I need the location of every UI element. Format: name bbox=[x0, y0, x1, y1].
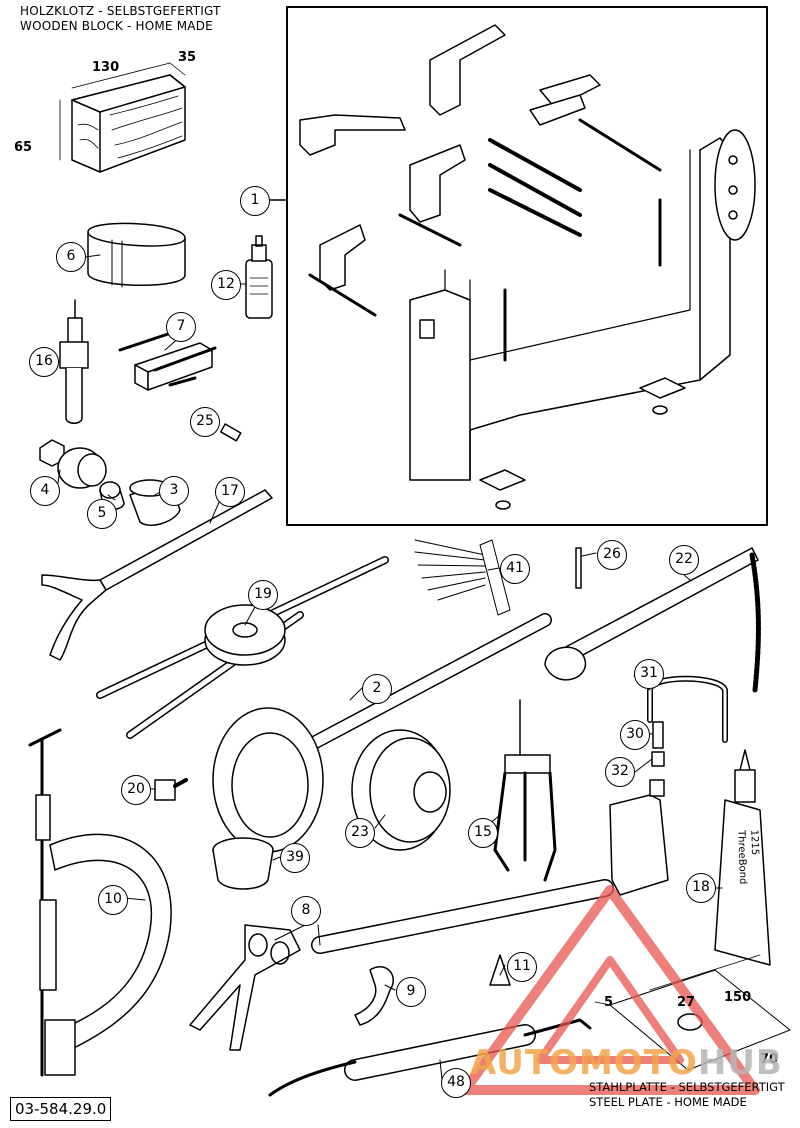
socket-4 bbox=[39, 439, 107, 489]
engine-stand-frame bbox=[286, 6, 768, 526]
cap-32 bbox=[651, 751, 665, 767]
watermark-logo bbox=[460, 885, 760, 1095]
callout-6: 6 bbox=[56, 242, 86, 272]
callout-48: 48 bbox=[441, 1068, 471, 1098]
puller-16 bbox=[59, 299, 89, 424]
plate-caption-en: STEEL PLATE - HOME MADE bbox=[589, 1095, 747, 1109]
tube-brand: ThreeBond bbox=[735, 829, 748, 885]
callout-17: 17 bbox=[215, 477, 245, 507]
callout-19: 19 bbox=[248, 580, 278, 610]
cup-39 bbox=[212, 837, 274, 890]
dim-plate-hole: 27 bbox=[677, 995, 696, 1010]
callout-22: 22 bbox=[669, 545, 699, 575]
engine-stand-1 bbox=[299, 24, 756, 510]
screw-20 bbox=[154, 778, 188, 801]
wooden-block bbox=[59, 62, 186, 173]
callout-18: 18 bbox=[686, 873, 716, 903]
callout-30: 30 bbox=[620, 720, 650, 750]
callout-8: 8 bbox=[291, 896, 321, 926]
rotor-holder-2 bbox=[212, 613, 552, 853]
threebond-tube-18 bbox=[714, 749, 771, 966]
callout-23: 23 bbox=[345, 818, 375, 848]
ring-6 bbox=[87, 222, 186, 288]
block-caption-de: HOLZKLOTZ - SELBSTGEFERTIGT bbox=[20, 4, 221, 18]
block-caption-en: WOODEN BLOCK - HOME MADE bbox=[20, 19, 213, 33]
loctite-bottle-12 bbox=[245, 235, 273, 319]
callout-25: 25 bbox=[190, 407, 220, 437]
callout-12: 12 bbox=[211, 270, 241, 300]
chain-wrench-22 bbox=[544, 547, 761, 693]
callout-5: 5 bbox=[87, 499, 117, 529]
bracket-7 bbox=[118, 328, 217, 391]
dim-plate-width: 70 bbox=[760, 1052, 779, 1067]
callout-2: 2 bbox=[362, 674, 392, 704]
callout-11: 11 bbox=[507, 952, 537, 982]
flywheel-puller-23 bbox=[351, 729, 451, 851]
tube-label: ThreeBond 1215 bbox=[735, 829, 760, 885]
pin-26 bbox=[575, 547, 582, 589]
callout-9: 9 bbox=[396, 977, 426, 1007]
oil-bottle bbox=[609, 779, 669, 896]
gear-puller-15 bbox=[493, 699, 557, 882]
callout-32: 32 bbox=[605, 757, 635, 787]
grease-tube-11 bbox=[489, 954, 511, 986]
callout-31: 31 bbox=[634, 659, 664, 689]
callout-7: 7 bbox=[166, 312, 196, 342]
hook-9 bbox=[354, 966, 394, 1026]
callout-4: 4 bbox=[30, 476, 60, 506]
callout-41: 41 bbox=[500, 554, 530, 584]
callout-10: 10 bbox=[98, 885, 128, 915]
fork-tool-17 bbox=[41, 489, 273, 661]
callout-39: 39 bbox=[280, 843, 310, 873]
tube-code: 1215 bbox=[748, 829, 760, 855]
callout-20: 20 bbox=[121, 775, 151, 805]
plate-caption-de: STAHLPLATTE - SELBSTGEFERTIGT bbox=[589, 1080, 785, 1094]
dim-block-height: 65 bbox=[14, 140, 33, 155]
valve-30 bbox=[652, 721, 664, 749]
callout-26: 26 bbox=[597, 540, 627, 570]
callout-15: 15 bbox=[468, 818, 498, 848]
valve-spring-clamp-10 bbox=[28, 728, 172, 1077]
dim-plate-length: 150 bbox=[724, 990, 752, 1005]
pin-25 bbox=[219, 423, 242, 442]
callout-3: 3 bbox=[159, 476, 189, 506]
part-number: 03-584.29.0 bbox=[10, 1097, 112, 1121]
dim-block-length: 130 bbox=[92, 60, 120, 75]
watermark-text: AUTOMOTOHUB bbox=[470, 1043, 783, 1083]
dim-block-width: 35 bbox=[178, 50, 197, 65]
rod-19 bbox=[96, 556, 389, 739]
callout-1: 1 bbox=[240, 186, 270, 216]
dim-plate-thickness: 5 bbox=[604, 995, 614, 1010]
hex-keys-41 bbox=[414, 539, 511, 616]
lever-8 bbox=[189, 879, 614, 1051]
callout-16: 16 bbox=[29, 347, 59, 377]
